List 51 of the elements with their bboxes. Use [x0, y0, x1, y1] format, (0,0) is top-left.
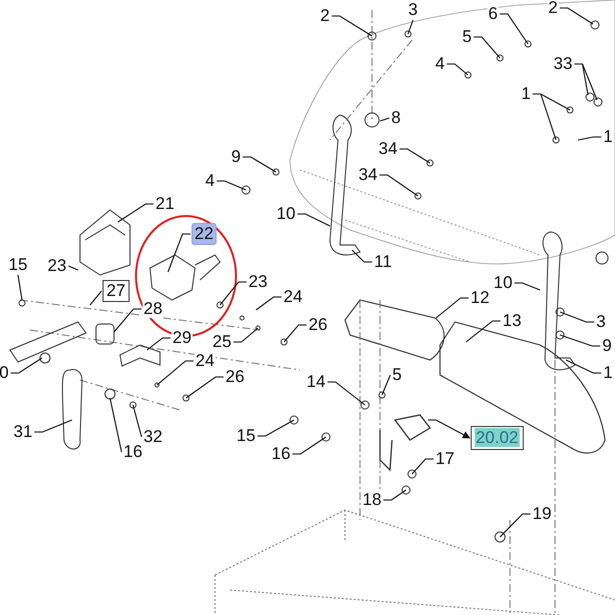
leader-line: [292, 436, 326, 455]
leader-line: [574, 63, 598, 100]
leader-line: [216, 180, 246, 190]
leader-line: [474, 36, 500, 58]
leader-line: [560, 7, 594, 24]
leader-line: [132, 404, 142, 438]
highlighted-callout-number: 22: [192, 223, 216, 245]
leader-line: [256, 296, 282, 310]
leader-line: [352, 250, 372, 263]
reference-box: 20.02: [470, 426, 524, 450]
leader-line: [514, 282, 540, 291]
leader-line: [114, 308, 142, 332]
leader-line: [466, 320, 501, 342]
leader-line: [578, 136, 602, 141]
leader-line: [383, 490, 406, 501]
leader-line: [399, 148, 430, 164]
leader-line: [436, 297, 469, 318]
leader-line: [90, 290, 102, 306]
leader-line: [382, 374, 391, 396]
leader-line: [446, 63, 468, 76]
leader-line: [109, 398, 122, 453]
leader-line: [242, 156, 276, 172]
leader-line: [500, 513, 531, 538]
leader-line: [257, 420, 294, 437]
leader-line: [560, 334, 600, 347]
callout-number: 28: [142, 300, 164, 318]
leader-line: [532, 93, 557, 140]
leader-line: [167, 233, 191, 272]
leader-line: [379, 174, 418, 196]
leader-line: [412, 458, 434, 474]
leader-line: [118, 203, 154, 222]
leader-line: [566, 360, 602, 374]
leader-line: [17, 274, 23, 300]
leader-line: [34, 420, 72, 433]
arrow: [428, 419, 470, 438]
leader-line: [220, 281, 247, 306]
leader-line: [233, 328, 258, 343]
leader-line: [186, 376, 224, 398]
leader-line: [297, 213, 330, 226]
leader-line: [146, 337, 171, 350]
leader-line: [327, 381, 366, 406]
leader-line: [68, 265, 78, 270]
leader-line: [560, 311, 594, 323]
leader-line: [156, 360, 194, 386]
leader-line: [407, 19, 414, 34]
leader-line: [500, 13, 528, 44]
leader-line: [284, 324, 307, 342]
leader-line: [10, 358, 42, 374]
leader-line: [332, 15, 372, 36]
boxed-callout-number: 27: [102, 280, 130, 302]
leader-line: [380, 117, 390, 122]
